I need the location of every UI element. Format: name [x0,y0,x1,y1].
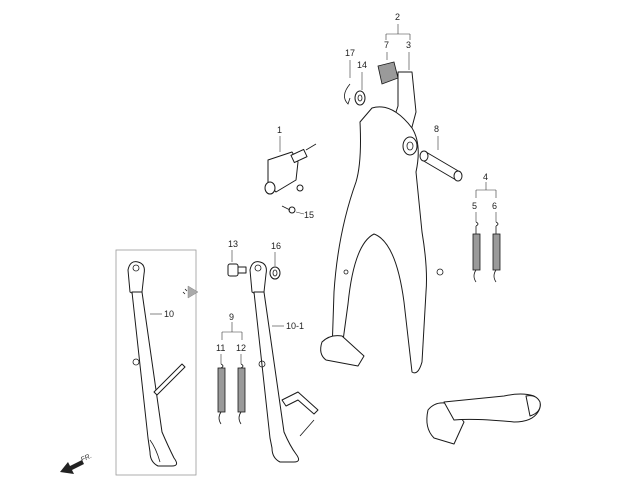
arrow-right-icon [187,285,199,299]
callout-4: 4 [483,172,488,182]
callout-16: 16 [271,241,281,251]
spring-11[interactable] [217,363,226,425]
callout-11: 11 [216,343,225,353]
side-stand-10-1[interactable] [249,261,319,463]
washer-14[interactable] [354,90,366,106]
front-direction-arrow-icon [60,460,84,474]
callout-6: 6 [492,201,497,211]
stopper-rubber-7[interactable] [377,61,399,85]
shaft-8[interactable] [419,150,463,182]
side-stand-box [115,249,197,476]
callout-10-1: 10-1 [286,321,304,331]
callout-2: 2 [395,12,400,22]
direction-label: FR. [80,453,93,464]
callout-7: 7 [384,40,389,50]
callout-5: 5 [472,201,477,211]
callout-17: 17 [345,48,355,58]
callout-12: 12 [236,343,246,353]
callout-1: 1 [277,125,282,135]
bolt-13[interactable] [227,263,247,277]
bolt-15[interactable] [281,184,304,214]
callout-13: 13 [228,239,238,249]
callout-15: 15 [304,210,314,220]
spring-5[interactable] [472,221,481,283]
callout-3: 3 [406,40,411,50]
callout-8: 8 [434,124,439,134]
main-stand-3[interactable] [320,71,541,445]
callout-10: 10 [164,309,174,319]
side-stand-10[interactable] [127,261,186,467]
nut-16[interactable] [269,266,281,280]
spring-6[interactable] [492,221,501,283]
cotter-pin-17[interactable] [344,83,351,105]
callout-14: 14 [357,60,367,70]
side-stand-switch-1[interactable] [264,143,317,195]
callout-9: 9 [229,312,234,322]
spring-12[interactable] [237,363,246,425]
